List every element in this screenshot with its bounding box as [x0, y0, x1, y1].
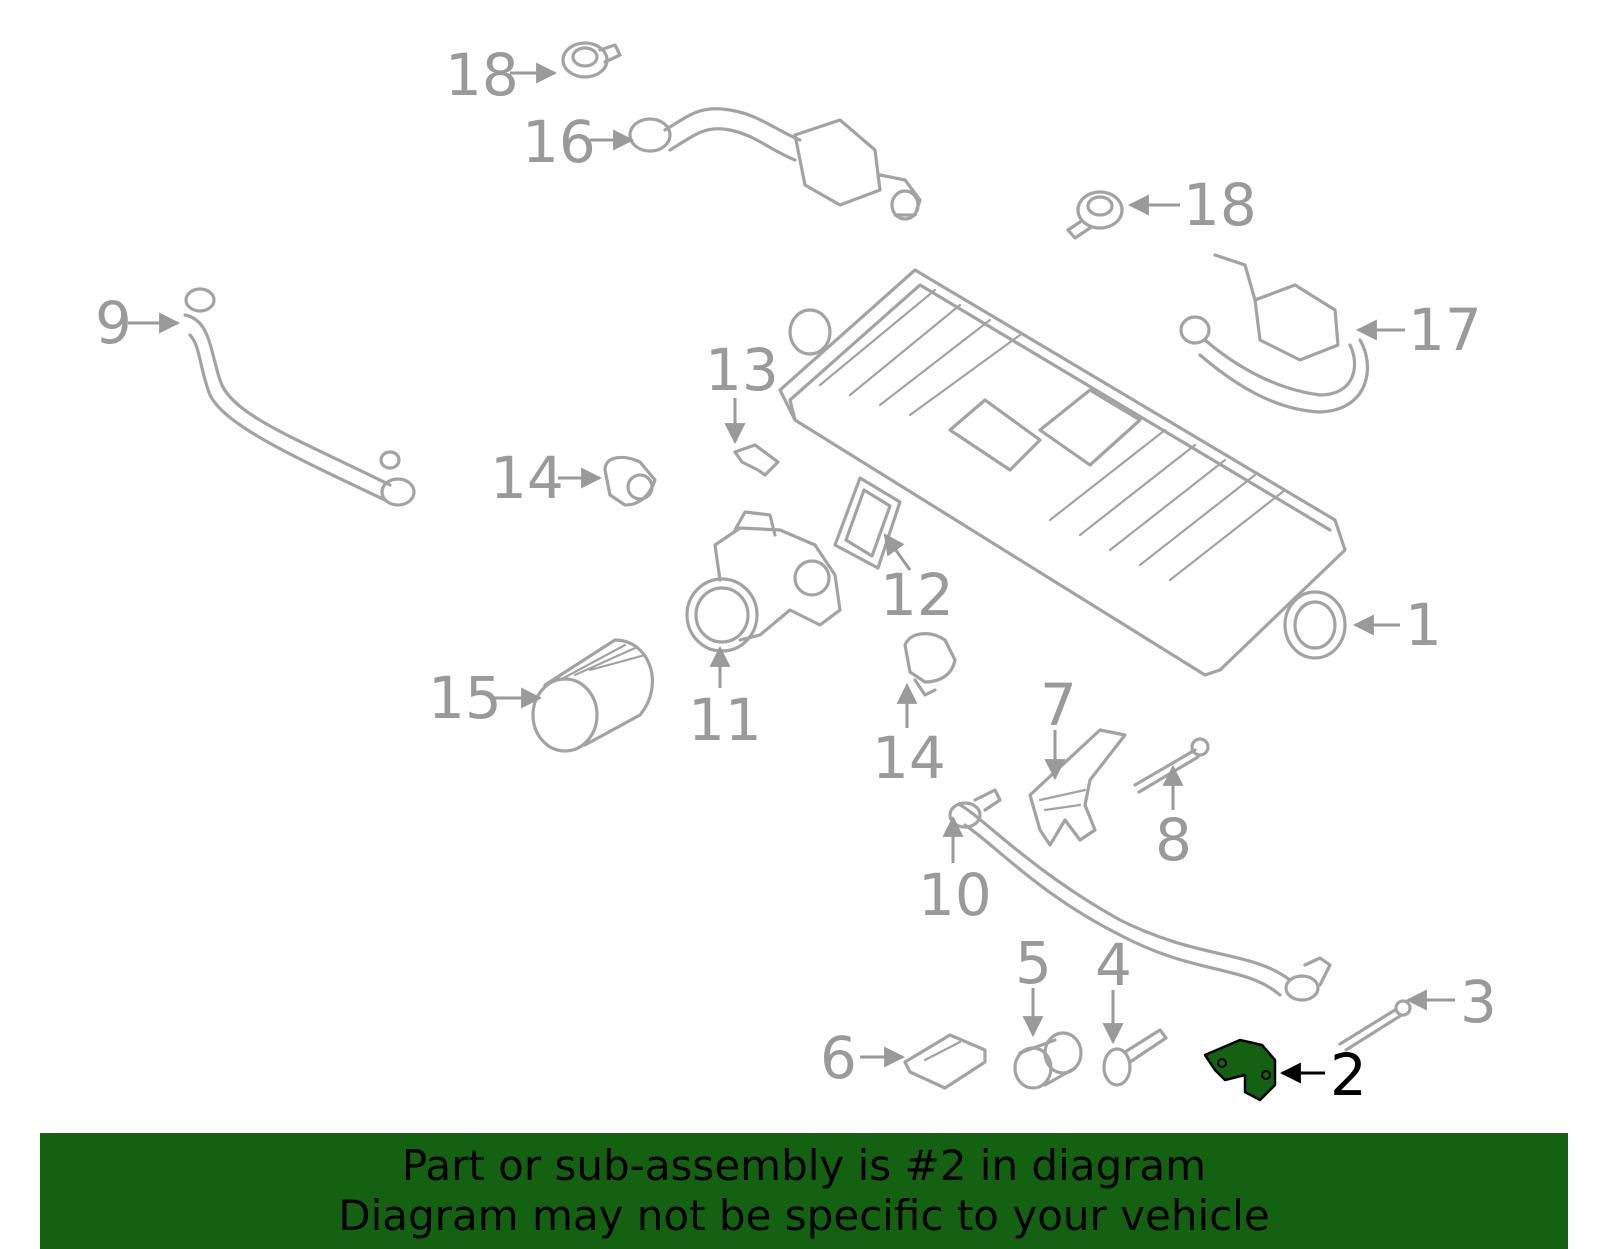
part-7-bracket: [1028, 728, 1127, 847]
callout-7: 7: [1040, 671, 1077, 739]
part-12-gasket: [833, 476, 902, 570]
part-10-pipe: [948, 788, 1332, 1002]
info-banner: Part or sub-assembly is #2 in diagram Di…: [40, 1133, 1568, 1249]
part-14b-sensor: [903, 632, 957, 697]
part-4-bolt-washer: [1102, 1028, 1168, 1087]
callout-17: 17: [1408, 296, 1482, 364]
callout-13: 13: [705, 336, 779, 404]
banner-line-part: Part or sub-assembly is #2 in diagram: [401, 1141, 1207, 1190]
callout-4: 4: [1095, 931, 1132, 999]
part-17-hose-valve: [1179, 253, 1370, 414]
callout-18a: 18: [445, 41, 519, 109]
part-18b-clamp: [1066, 190, 1124, 240]
callout-9: 9: [95, 289, 132, 357]
callout-14b: 14: [872, 724, 946, 792]
callout-16: 16: [522, 108, 596, 176]
callout-8: 8: [1155, 806, 1192, 874]
callout-10: 10: [918, 861, 992, 929]
callout-labels: 1 2 3 4 5 6 7 8 9 10 11 12 13 14 14 15 1…: [95, 41, 1497, 1109]
part-18a-clamp: [561, 41, 622, 79]
callout-6: 6: [820, 1024, 857, 1092]
part-15-coupler: [531, 638, 655, 753]
callout-5: 5: [1015, 929, 1052, 997]
callout-15: 15: [428, 664, 502, 732]
banner-line-disclaimer: Diagram may not be specific to your vehi…: [338, 1191, 1270, 1240]
callout-1: 1: [1405, 591, 1442, 659]
callout-18b: 18: [1183, 171, 1257, 239]
part-13-clip: [733, 443, 780, 477]
part-14a-sensor: [603, 455, 657, 507]
callout-14a: 14: [490, 444, 564, 512]
part-5-bushing: [1013, 1031, 1083, 1090]
part-2-bracket: [1203, 1038, 1277, 1102]
callout-11: 11: [688, 686, 762, 754]
part-9-hose: [183, 287, 416, 507]
callout-3: 3: [1460, 968, 1497, 1036]
leader-lines: [128, 62, 1455, 1084]
part-1-intercooler: [778, 268, 1347, 677]
callout-2: 2: [1330, 1041, 1367, 1109]
part-16-hose-valve: [628, 107, 922, 221]
callout-12: 12: [880, 561, 954, 629]
part-6-clip: [903, 1033, 987, 1090]
part-11-throttle-body: [685, 510, 842, 653]
